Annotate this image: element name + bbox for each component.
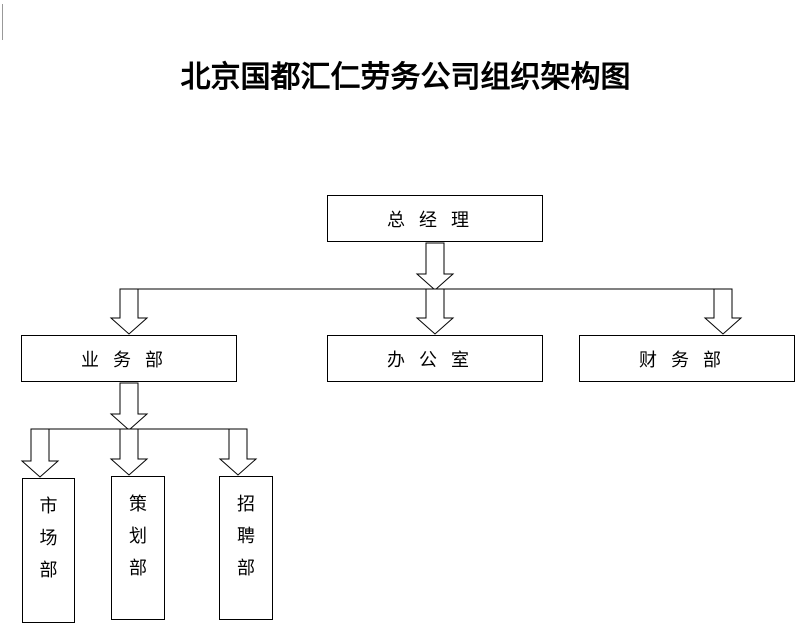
node-market-dept: 市 场 部	[22, 478, 75, 623]
node-market-char-1: 市	[39, 496, 58, 517]
node-planning-dept: 策 划 部	[111, 476, 165, 620]
arrow-to-business-dept	[109, 288, 149, 335]
node-planning-char-1: 策	[129, 494, 147, 515]
arrow-to-market-dept	[20, 428, 60, 478]
chart-title: 北京国都汇仁劳务公司组织架构图	[180, 60, 631, 95]
arrow-to-office	[415, 288, 455, 335]
text-cursor	[2, 4, 3, 40]
arrow-to-recruit-dept	[218, 428, 258, 476]
node-general-manager: 总经理	[327, 195, 543, 242]
node-market-char-2: 场	[39, 528, 58, 549]
node-recruit-char-3: 部	[237, 558, 255, 579]
arrow-to-finance-dept	[703, 288, 743, 335]
node-business-dept: 业务部	[21, 335, 237, 382]
arrow-business-to-bus	[109, 382, 149, 431]
node-recruit-dept: 招 聘 部	[219, 476, 273, 620]
node-recruit-char-2: 聘	[237, 526, 255, 547]
node-market-char-3: 部	[39, 560, 58, 581]
node-planning-char-2: 划	[129, 526, 147, 547]
node-planning-char-3: 部	[129, 558, 147, 579]
node-recruit-char-1: 招	[237, 494, 255, 515]
node-finance-dept: 财务部	[579, 335, 795, 382]
node-office: 办公室	[327, 335, 543, 382]
arrow-to-planning-dept	[109, 428, 149, 476]
arrow-gm-to-bus	[415, 242, 455, 291]
